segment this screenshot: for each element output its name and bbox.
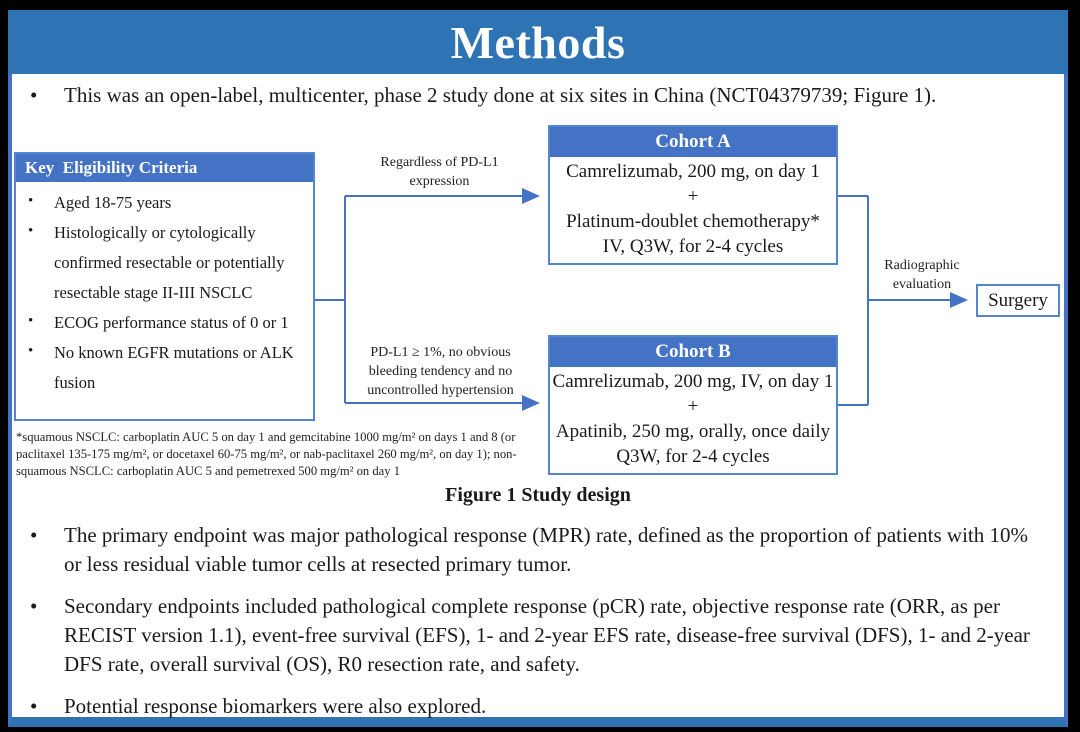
bullet-icon: • (30, 594, 38, 618)
list-item: • Aged 18-75 years (28, 188, 309, 218)
cohort-b-line: Apatinib, 250 mg, orally, once daily (555, 420, 831, 442)
eligibility-box: Key Eligibility Criteria • Aged 18-75 ye… (14, 152, 315, 421)
bullet-text: The primary endpoint was major pathologi… (64, 523, 1029, 576)
bullet-icon: • (28, 193, 34, 209)
bullet-icon: • (30, 694, 38, 718)
biomarker-bullet: • Potential response biomarkers were als… (30, 692, 1050, 721)
cohort-a-box: Cohort A Camrelizumab, 200 mg, on day 1 … (548, 125, 838, 265)
eligibility-item-text: Aged 18-75 years (54, 193, 172, 212)
evaluation-label: Radiographic evaluation (884, 258, 960, 292)
cohort-a-line: Camrelizumab, 200 mg, on day 1 (566, 160, 820, 182)
intro-bullet: • This was an open-label, multicenter, p… (30, 81, 1056, 110)
bullet-icon: • (30, 83, 38, 107)
cohort-a-body: Camrelizumab, 200 mg, on day 1 + Platinu… (550, 157, 836, 263)
eligibility-header: Key Eligibility Criteria (16, 154, 313, 182)
cohort-a-line: Platinum-doublet chemotherapy* (566, 210, 820, 232)
eligibility-list: • Aged 18-75 years • Histologically or c… (16, 182, 313, 398)
chemo-footnote: *squamous NSCLC: carboplatin AUC 5 on da… (16, 430, 517, 479)
bullet-icon: • (28, 223, 34, 240)
cohort-b-box: Cohort B Camrelizumab, 200 mg, IV, on da… (548, 335, 838, 475)
list-item: • ECOG performance status of 0 or 1 (28, 308, 309, 338)
eligibility-item-text: Histologically or cytologically confirme… (54, 223, 285, 303)
bullet-text: Secondary endpoints included pathologica… (64, 594, 1030, 676)
surgery-box: Surgery (976, 284, 1060, 317)
intro-bullet-text: This was an open-label, multicenter, pha… (64, 83, 937, 107)
plus-sign: + (687, 185, 699, 207)
plus-sign: + (687, 395, 699, 417)
cohort-a-header: Cohort A (550, 127, 836, 157)
figure-caption: Figure 1 Study design (445, 484, 631, 506)
endpoint-bullet-primary: • The primary endpoint was major patholo… (30, 521, 1050, 579)
bullet-icon: • (30, 523, 38, 547)
list-item: • Histologically or cytologically confir… (28, 218, 309, 308)
eligibility-item-text: ECOG performance status of 0 or 1 (54, 313, 289, 333)
eligibility-item-text: No known EGFR mutations or ALK fusion (54, 343, 294, 393)
cohort-b-header: Cohort B (550, 337, 836, 367)
cohort-a-line: IV, Q3W, for 2-4 cycles (602, 235, 784, 257)
branch-label-top: Regardless of PD-L1 expression (380, 155, 499, 189)
title-banner: Methods (8, 10, 1068, 74)
surgery-label: Surgery (988, 289, 1048, 311)
list-item: • No known EGFR mutations or ALK fusion (28, 338, 309, 398)
bullet-text: Potential response biomarkers were also … (64, 694, 487, 718)
cohort-b-line: Camrelizumab, 200 mg, IV, on day 1 (552, 370, 834, 392)
branch-label-bottom: PD-L1 ≥ 1%, no obvious bleeding tendency… (367, 345, 514, 398)
bullet-icon: • (28, 343, 34, 360)
endpoint-bullet-secondary: • Secondary endpoints included pathologi… (30, 592, 1050, 679)
cohort-b-line: Q3W, for 2-4 cycles (616, 445, 770, 467)
page-title: Methods (450, 16, 626, 68)
cohort-b-body: Camrelizumab, 200 mg, IV, on day 1 + Apa… (550, 367, 836, 473)
bullet-icon: • (28, 313, 34, 330)
